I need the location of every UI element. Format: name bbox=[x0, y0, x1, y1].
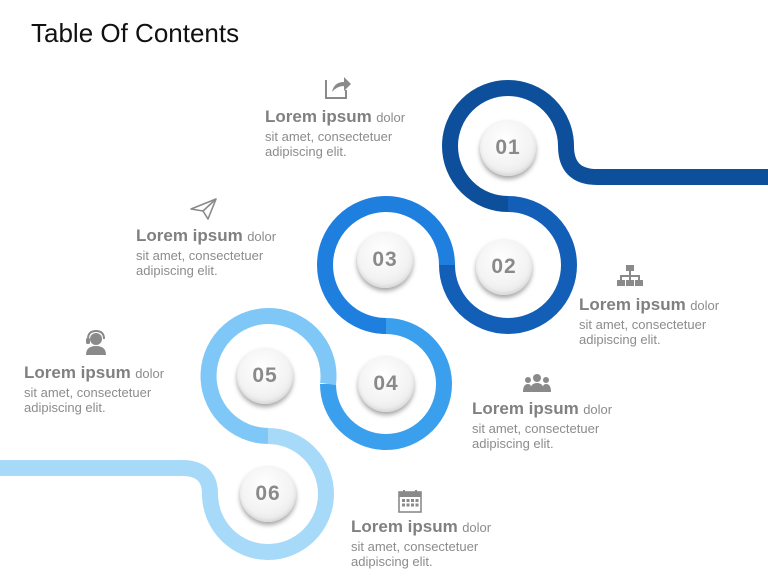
step-text-02: Lorem ipsum dolor sit amet, consectetuer… bbox=[579, 294, 719, 347]
step-body-line: sit amet, consectetuer bbox=[265, 129, 393, 144]
step-body-line: adipiscing elit. bbox=[351, 554, 433, 569]
step-heading-suffix: dolor bbox=[135, 366, 165, 381]
step-number-01: 01 bbox=[480, 120, 536, 176]
step-text-05: Lorem ipsum dolor sit amet, consectetuer… bbox=[24, 362, 164, 415]
step-heading: Lorem ipsum bbox=[265, 107, 372, 126]
org-chart-icon bbox=[617, 265, 643, 286]
curve-segment-01 bbox=[442, 80, 768, 212]
step-heading-suffix: dolor bbox=[247, 229, 277, 244]
step-heading-suffix: dolor bbox=[376, 110, 406, 125]
calendar-icon bbox=[398, 490, 422, 513]
step-text-03: Lorem ipsum dolor sit amet, consectetuer… bbox=[136, 225, 276, 278]
support-agent-icon bbox=[86, 330, 106, 355]
team-icon bbox=[523, 374, 551, 392]
step-number-05: 05 bbox=[237, 348, 293, 404]
step-body-line: sit amet, consectetuer bbox=[136, 248, 264, 263]
step-body-line: adipiscing elit. bbox=[136, 263, 218, 278]
page-title: Table Of Contents bbox=[31, 18, 240, 48]
step-text-01: Lorem ipsum dolor sit amet, consectetuer… bbox=[265, 106, 405, 159]
step-body-line: adipiscing elit. bbox=[265, 144, 347, 159]
step-heading: Lorem ipsum bbox=[351, 517, 458, 536]
step-body-line: adipiscing elit. bbox=[24, 400, 106, 415]
step-number-03: 03 bbox=[357, 232, 413, 288]
step-heading-suffix: dolor bbox=[690, 298, 720, 313]
step-body-line: sit amet, consectetuer bbox=[351, 539, 479, 554]
curve-segment-03 bbox=[317, 196, 455, 334]
step-body-line: adipiscing elit. bbox=[579, 332, 661, 347]
step-body-line: adipiscing elit. bbox=[472, 436, 554, 451]
step-text-06: Lorem ipsum dolor sit amet, consectetuer… bbox=[351, 516, 491, 569]
curve-segment-05 bbox=[200, 308, 337, 444]
step-body-line: sit amet, consectetuer bbox=[472, 421, 600, 436]
step-heading: Lorem ipsum bbox=[24, 363, 131, 382]
step-text-04: Lorem ipsum dolor sit amet, consectetuer… bbox=[472, 398, 612, 451]
step-body-line: sit amet, consectetuer bbox=[24, 385, 152, 400]
curve-segment-04 bbox=[320, 318, 452, 450]
share-icon bbox=[325, 77, 351, 99]
step-heading-suffix: dolor bbox=[583, 402, 613, 417]
step-number-06: 06 bbox=[240, 466, 296, 522]
curve-segment-02 bbox=[439, 196, 577, 334]
step-body-line: sit amet, consectetuer bbox=[579, 317, 707, 332]
step-heading-suffix: dolor bbox=[462, 520, 492, 535]
step-heading: Lorem ipsum bbox=[472, 399, 579, 418]
curve-segment-06 bbox=[0, 428, 334, 560]
step-heading: Lorem ipsum bbox=[579, 295, 686, 314]
step-number-02: 02 bbox=[476, 239, 532, 295]
step-heading: Lorem ipsum bbox=[136, 226, 243, 245]
step-number-04: 04 bbox=[358, 356, 414, 412]
paper-plane-icon bbox=[190, 198, 217, 220]
